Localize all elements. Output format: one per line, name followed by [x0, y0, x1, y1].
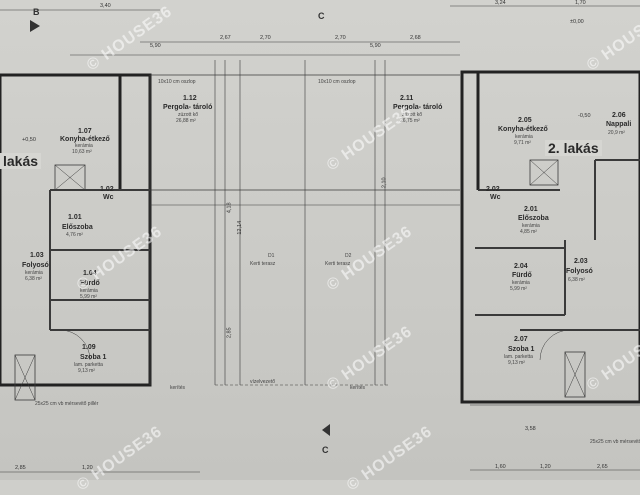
room-id: 2.04	[514, 263, 528, 270]
pergola-id: 1.12	[183, 95, 197, 102]
pergola-name: Pergola- tároló	[393, 104, 443, 111]
room-name: Wc	[490, 194, 501, 201]
pergola-floor: zúzott kő	[402, 112, 423, 118]
room-floor: kerámia	[80, 288, 98, 294]
vdim: 2,10	[381, 177, 388, 189]
room-area: 4,76 m²	[66, 232, 83, 238]
room-area: 10,63 m²	[72, 149, 92, 155]
room-id: 2.07	[514, 336, 528, 343]
apartment-2-label: 2. lakás	[545, 140, 602, 156]
terrace-name: Kerti terasz	[325, 261, 351, 267]
apartment-1-label: lakás	[0, 153, 42, 169]
pergola-id: 2.11	[400, 95, 414, 102]
room-area: 6,38 m²	[25, 276, 42, 282]
section-marker-bottom: C	[322, 445, 329, 455]
room-area: 4,85 m²	[520, 229, 537, 235]
dim: 3,40	[100, 3, 111, 9]
dim: 1,20	[540, 464, 551, 470]
room-name: Előszoba	[62, 224, 93, 231]
room-floor: kerámia	[25, 270, 43, 276]
room-name: Szoba 1	[508, 346, 535, 353]
pergola-area: 26,88 m²	[176, 118, 196, 124]
room-name: Nappali	[606, 121, 632, 128]
room-name: Konyha-étkező	[60, 136, 110, 143]
room-floor: kerámia	[515, 134, 533, 140]
room-name: Fürdő	[512, 272, 532, 279]
dim: 5,90	[150, 43, 161, 49]
pillar-note: 25x25 cm vb mérsevitő pillér	[35, 401, 99, 407]
fence-note: kerítés	[170, 385, 186, 391]
pergola-floor: zúzott kő	[178, 112, 199, 118]
terrace-id: D2	[345, 253, 352, 259]
room-id: 1.03	[30, 252, 44, 259]
room-id: 1.02	[100, 186, 114, 193]
dim: 2,67	[220, 35, 231, 41]
terrace-id: D1	[268, 253, 275, 259]
drain-note: vízelvezető	[250, 379, 276, 385]
fence-note: kerítés	[350, 385, 366, 391]
room-id: 2.01	[524, 206, 538, 213]
room-floor: kerámia	[75, 143, 93, 149]
room-name: Folyosó	[566, 268, 593, 275]
dim: 1,70	[575, 0, 586, 6]
dim: 2,70	[260, 35, 271, 41]
dim: 5,90	[370, 43, 381, 49]
post-note: 10x10 cm oszlop	[158, 79, 196, 85]
room-name: Szoba 1	[80, 354, 107, 361]
level: +0,50	[22, 137, 36, 143]
dim: 2,85	[15, 465, 26, 471]
section-marker-top: C	[318, 11, 325, 21]
room-floor: kerámia	[522, 223, 540, 229]
room-area: 20,9 m²	[608, 130, 625, 136]
room-id: 1.09	[82, 344, 96, 351]
room-floor: lam. parketta	[74, 362, 103, 368]
plan-drawing	[0, 5, 640, 473]
level: ±0,00	[570, 19, 584, 25]
room-area: 9,13 m²	[508, 360, 525, 366]
vdim: 2,85	[226, 327, 233, 339]
room-area: 5,99 m²	[80, 294, 97, 300]
room-id: 2.05	[518, 117, 532, 124]
vdim: 4,18	[226, 202, 233, 214]
room-id: 1.07	[78, 128, 92, 135]
room-id: 2.02	[486, 186, 500, 193]
dim: 2,70	[335, 35, 346, 41]
room-area: 9,13 m²	[78, 368, 95, 374]
room-name: Folyosó	[22, 262, 49, 269]
room-floor: lam. parketta	[504, 354, 533, 360]
room-id: 1.04	[83, 270, 97, 277]
room-id: 1.01	[68, 214, 82, 221]
terrace-name: Kerti terasz	[250, 261, 276, 267]
room-id: 2.06	[612, 112, 626, 119]
room-id: 2.03	[574, 258, 588, 265]
room-name: Előszoba	[518, 215, 549, 222]
dim: 3,24	[495, 0, 506, 6]
dim: 3,58	[525, 426, 536, 432]
room-name: Fürdő	[80, 280, 100, 287]
room-area: 5,99 m²	[510, 286, 527, 292]
dim: 1,60	[495, 464, 506, 470]
room-name: Wc	[103, 194, 114, 201]
level: -0,50	[578, 113, 591, 119]
pergola-area: 26,75 m²	[400, 118, 420, 124]
room-name: Konyha-étkező	[498, 126, 548, 133]
room-floor: kerámia	[512, 280, 530, 286]
dim: 2,68	[410, 35, 421, 41]
dim: 2,65	[597, 464, 608, 470]
pergola-name: Pergola- tároló	[163, 104, 213, 111]
pillar-note: 25x25 cm vb mérsevitő pillér	[590, 439, 640, 445]
dim: 1,20	[82, 465, 93, 471]
vdim: 12,14	[237, 220, 244, 235]
section-marker-b: B	[33, 7, 40, 17]
room-area: 6,38 m²	[568, 277, 585, 283]
post-note: 10x10 cm oszlop	[318, 79, 356, 85]
room-area: 9,71 m²	[514, 140, 531, 146]
